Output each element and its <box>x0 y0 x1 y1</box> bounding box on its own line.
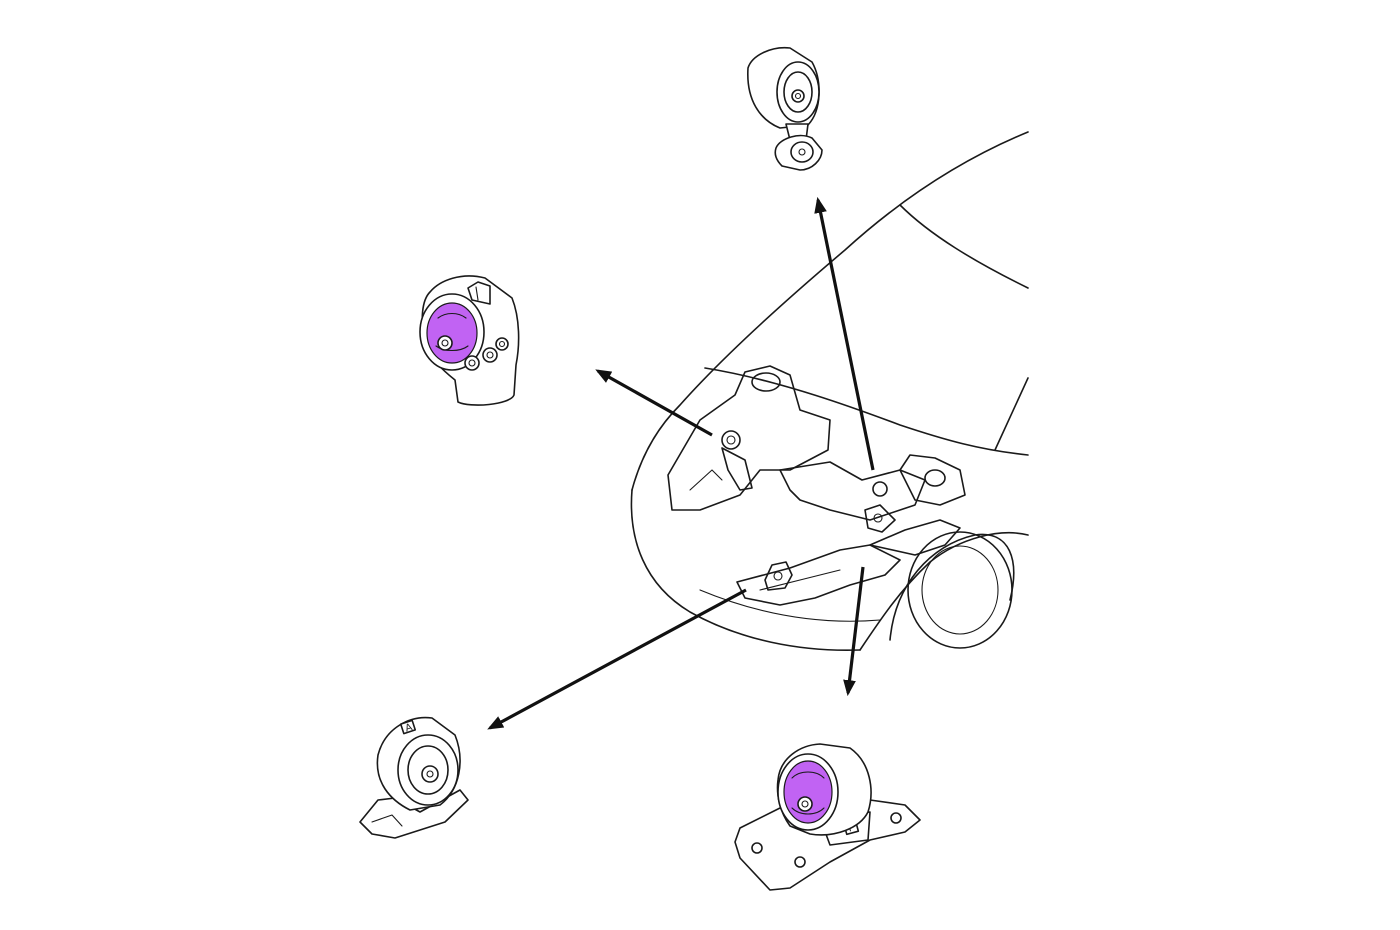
car-body-outline <box>630 131 1029 652</box>
leader-arrows <box>487 196 875 730</box>
engine-mount-icon <box>747 46 823 171</box>
engine-mount-icon: A <box>359 716 469 839</box>
arrow-to-lower-right <box>843 566 865 697</box>
rubber-insert-highlight <box>783 760 833 824</box>
arrow-to-upper-right <box>814 196 875 471</box>
arrow-to-lower-left <box>487 588 747 730</box>
engine-bay <box>667 365 966 606</box>
mount-marking-a: A <box>404 722 414 735</box>
insitu-mount-lower <box>764 561 793 591</box>
engine-mount-icon <box>419 275 520 406</box>
insitu-mount-right <box>864 481 896 533</box>
insitu-mount-upper-left <box>721 430 753 491</box>
arrow-to-upper-left <box>595 369 713 437</box>
engine-mount-icon: F <box>734 743 921 891</box>
rubber-insert-highlight <box>426 302 478 364</box>
